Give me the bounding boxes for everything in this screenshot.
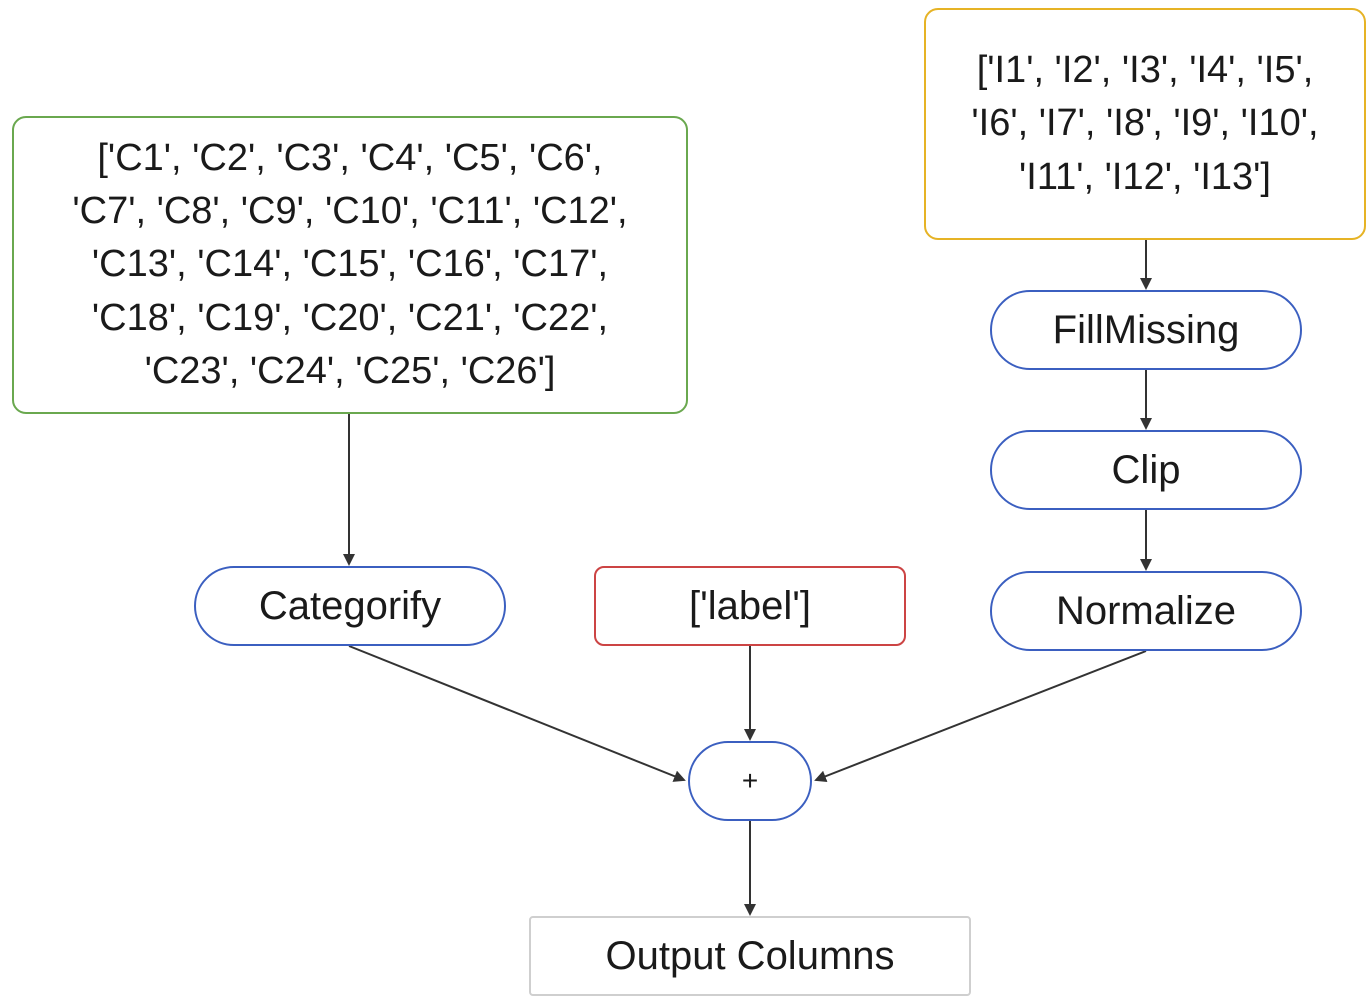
- output-columns-box: Output Columns: [529, 916, 971, 996]
- categorify-node: Categorify: [194, 566, 506, 646]
- categorical-columns-box: ['C1', 'C2', 'C3', 'C4', 'C5', 'C6', 'C7…: [12, 116, 688, 414]
- integer-columns-box: ['I1', 'I2', 'I3', 'I4', 'I5', 'I6', 'I7…: [924, 8, 1366, 240]
- edge-normalize-to-combine: [814, 650, 1147, 782]
- categorify-label: Categorify: [258, 583, 442, 628]
- fillmissing-node: FillMissing: [990, 290, 1302, 370]
- combine-node: +: [688, 741, 812, 821]
- normalize-node: Normalize: [990, 571, 1302, 651]
- clip-node: Clip: [990, 430, 1302, 510]
- combine-label: +: [741, 765, 759, 796]
- clip-label: Clip: [1111, 447, 1181, 492]
- fillmissing-label: FillMissing: [1052, 307, 1240, 352]
- normalize-label: Normalize: [1055, 588, 1237, 633]
- output-columns-label: Output Columns: [605, 933, 895, 978]
- integer-columns-text: ['I1', 'I2', 'I3', 'I4', 'I5', 'I6', 'I7…: [971, 49, 1319, 198]
- label-column-text: ['label']: [688, 583, 811, 628]
- categorical-columns-text: ['C1', 'C2', 'C3', 'C4', 'C5', 'C6', 'C7…: [72, 137, 628, 392]
- edge-categorify-to-combine: [348, 645, 686, 782]
- label-column-box: ['label']: [594, 566, 906, 646]
